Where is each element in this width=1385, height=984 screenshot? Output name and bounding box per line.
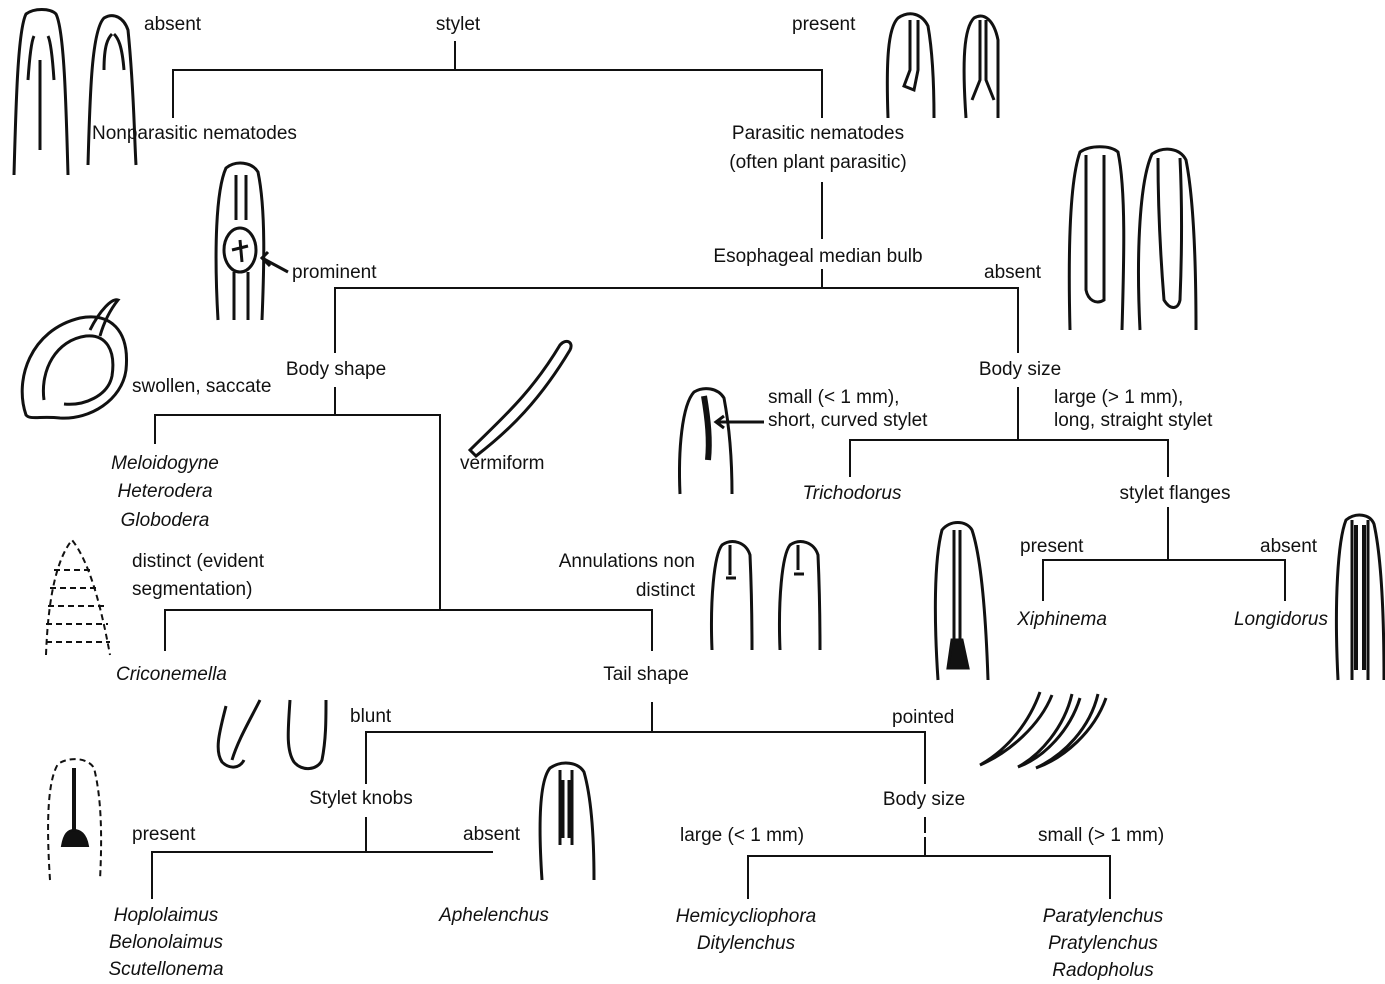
label-annulations-distinct-line1: distinct (evident [132,548,264,575]
nematode-head-sketch-median-bulb [216,163,288,320]
genus-belonolaimus: Belonolaimus [109,929,223,956]
label-tail-blunt: blunt [350,703,391,730]
node-tail-shape: Tail shape [603,661,689,688]
label-knobs-present: present [132,821,195,848]
genus-heterodera: Heterodera [117,478,212,505]
node-stylet: stylet [436,11,480,38]
connector [152,818,492,898]
nematode-head-sketch-no-median-bulb [1069,147,1196,330]
label-bulb-prominent: prominent [292,259,377,286]
label-body-size-large: large (< 1 mm) [680,822,804,849]
vermiform-body-sketch [470,341,571,456]
node-body-shape: Body shape [286,356,386,383]
node-parasitic-nematodes-line1: Parasitic nematodes [732,120,904,147]
genus-hemicycliophora: Hemicycliophora [676,903,816,930]
connector [366,703,925,783]
connector [165,610,652,650]
node-body-size: Body size [979,356,1061,383]
blunt-tail-sketch [218,700,326,769]
knobbed-stylet-head-sketch [48,759,101,880]
genus-hoplolaimus: Hoplolaimus [114,902,219,929]
flangeless-stylet-head-sketch [1336,515,1384,680]
label-flanges-absent: absent [1260,533,1317,560]
pointed-tail-sketch [980,692,1106,768]
label-small-curved-stylet-line2: short, curved stylet [768,407,927,434]
genus-scutellonema: Scutellonema [108,956,223,983]
non-annulated-head-sketch [711,542,820,650]
connector [173,42,822,117]
straight-stylet-head-sketch [935,523,988,681]
nematode-head-sketch-present-stylet [887,14,998,118]
annulated-body-sketch [46,540,110,655]
label-flanges-present: present [1020,533,1083,560]
curved-stylet-head-sketch [680,389,764,494]
genus-criconemella: Criconemella [116,661,227,688]
label-body-size-small: small (> 1 mm) [1038,822,1164,849]
genus-globodera: Globodera [121,507,210,534]
label-knobs-absent: absent [463,821,520,848]
label-stylet-absent: absent [144,11,201,38]
genus-meloidogyne: Meloidogyne [111,450,219,477]
genus-paratylenchus: Paratylenchus [1043,903,1163,930]
label-stylet-present: present [792,11,855,38]
genus-radopholus: Radopholus [1052,957,1153,984]
genus-trichodorus: Trichodorus [803,480,902,507]
node-esophageal-median-bulb: Esophageal median bulb [713,243,922,270]
nematode-head-sketch-absent-stylet [14,10,136,176]
label-annulations-non-distinct-line2: distinct [636,577,695,604]
node-tail-body-size: Body size [883,786,965,813]
label-tail-pointed: pointed [892,704,954,731]
genus-ditylenchus: Ditylenchus [697,930,795,957]
genus-longidorus: Longidorus [1234,606,1328,633]
knobless-stylet-head-sketch [540,763,594,880]
label-large-straight-stylet-line2: long, straight stylet [1054,407,1212,434]
label-vermiform: vermiform [460,450,544,477]
saccate-body-sketch [22,300,126,418]
node-nonparasitic-nematodes: Nonparasitic nematodes [92,120,297,147]
label-annulations-non-distinct-line1: Annulations non [559,548,695,575]
label-bulb-absent: absent [984,259,1041,286]
genus-xiphinema: Xiphinema [1017,606,1107,633]
node-parasitic-nematodes-line2: (often plant parasitic) [729,149,906,176]
label-annulations-distinct-line2: segmentation) [132,576,252,603]
node-stylet-knobs: Stylet knobs [309,785,413,812]
genus-aphelenchus: Aphelenchus [439,902,549,929]
genus-pratylenchus: Pratylenchus [1048,930,1158,957]
node-stylet-flanges: stylet flanges [1120,480,1231,507]
label-swollen-saccate: swollen, saccate [132,373,271,400]
